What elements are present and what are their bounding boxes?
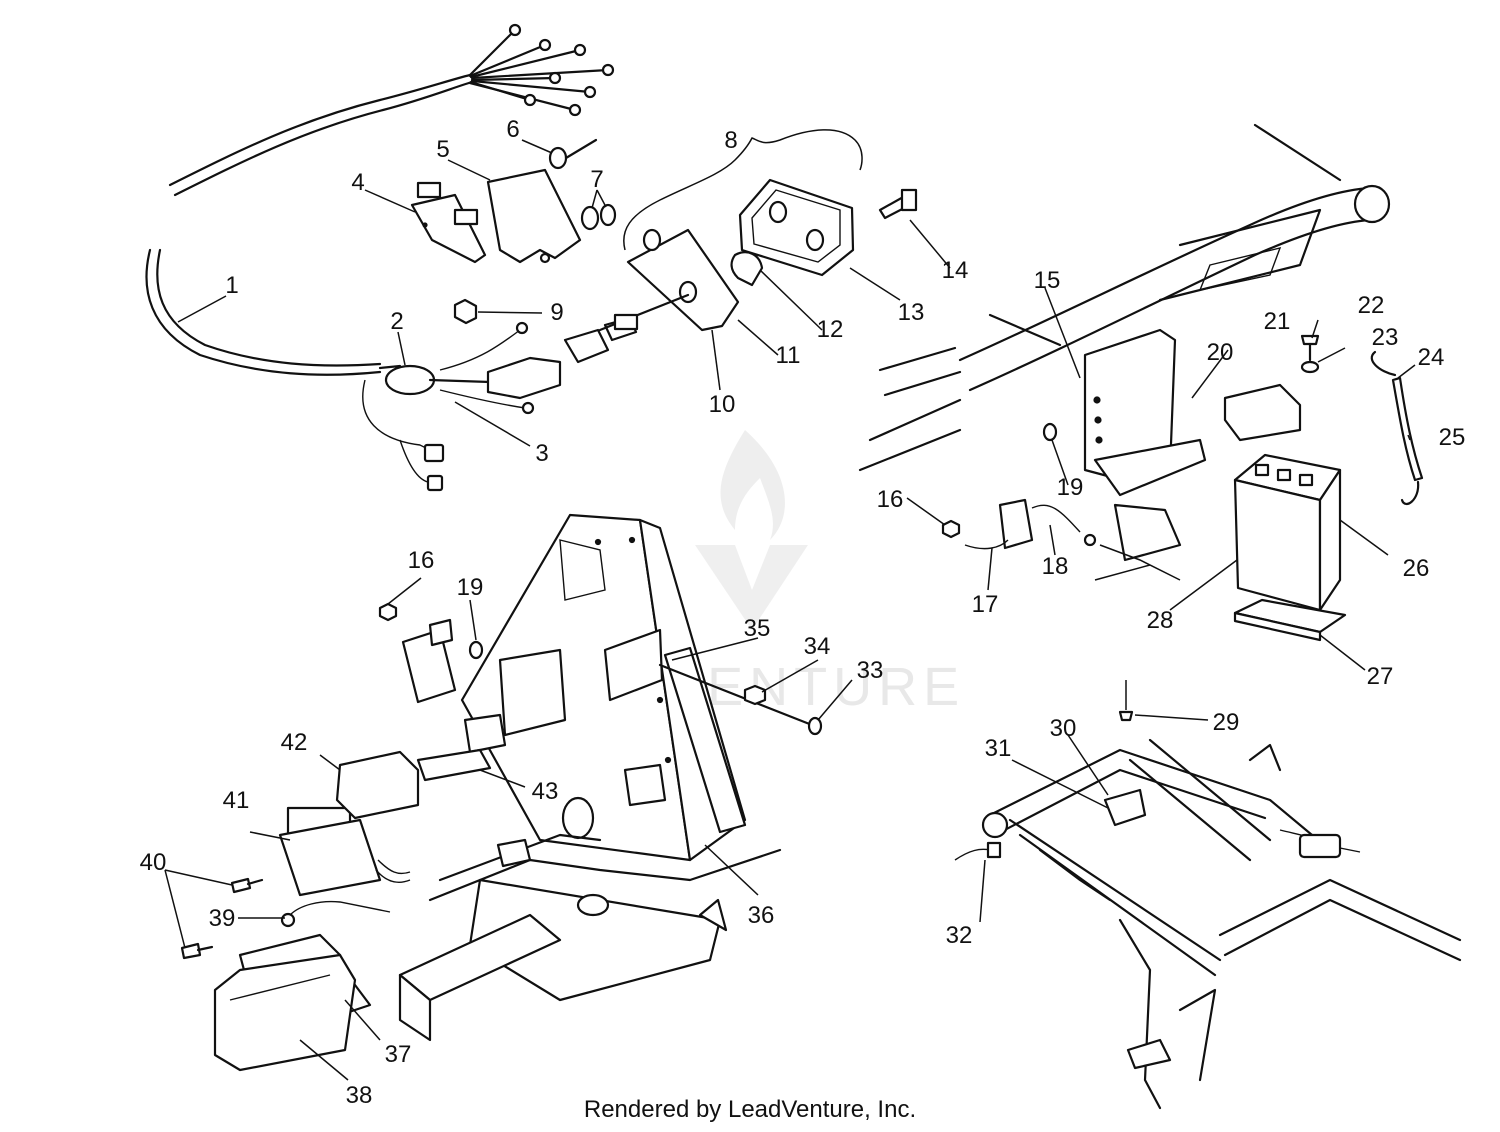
screws-40 <box>180 877 264 960</box>
callout-19-right: 19 <box>1057 474 1084 501</box>
callout-34: 34 <box>804 633 831 660</box>
nut-9 <box>453 298 478 325</box>
battery-pad-27 <box>1233 598 1347 642</box>
washer-19-right <box>1042 422 1058 442</box>
bolt-6 <box>548 138 598 170</box>
wire-39 <box>280 900 391 928</box>
main-frame <box>398 833 782 1042</box>
callout-31: 31 <box>985 735 1012 762</box>
tail-light-base-10 <box>598 228 740 332</box>
washer-23 <box>1300 360 1320 374</box>
callout-40: 40 <box>140 849 167 876</box>
callout-9: 9 <box>550 299 563 326</box>
callout-37: 37 <box>385 1041 412 1068</box>
bracket-4 <box>410 181 487 264</box>
callout-7: 7 <box>590 166 603 193</box>
callout-28: 28 <box>1147 607 1174 634</box>
callout-1: 1 <box>225 272 238 299</box>
callout-8: 8 <box>724 127 737 154</box>
relay-3 <box>486 316 638 400</box>
callout-14: 14 <box>942 257 969 284</box>
wiring-harness <box>145 23 615 492</box>
callout-35: 35 <box>744 615 771 642</box>
callout-22: 22 <box>1358 292 1385 319</box>
callout-13: 13 <box>898 299 925 326</box>
callout-17: 17 <box>972 591 999 618</box>
callout-11: 11 <box>776 342 801 369</box>
callout-26: 26 <box>1403 555 1430 582</box>
footer-credit: Rendered by LeadVenture, Inc. <box>583 1096 917 1123</box>
callout-24: 24 <box>1418 344 1445 371</box>
callout-4: 4 <box>351 169 364 196</box>
callout-19-left: 19 <box>457 574 484 601</box>
callout-5: 5 <box>436 136 449 163</box>
battery-frame <box>858 123 1391 581</box>
callout-41: 41 <box>223 787 250 814</box>
callout-21: 21 <box>1264 308 1291 335</box>
wire-32 <box>954 841 1002 861</box>
callout-20: 20 <box>1207 339 1234 366</box>
callout-30: 30 <box>1050 715 1077 742</box>
callout-15: 15 <box>1034 267 1061 294</box>
callout-33: 33 <box>857 657 884 684</box>
coil-bracket-41 <box>278 818 411 897</box>
callout-39: 39 <box>209 905 236 932</box>
callout-3: 3 <box>535 440 548 467</box>
cdi-box-42 <box>335 750 420 820</box>
bracket-8 <box>623 129 863 251</box>
callout-43: 43 <box>532 778 559 805</box>
battery-box-cover-21 <box>1223 383 1302 442</box>
battery-strap-25 <box>1370 350 1424 506</box>
regulator-17 <box>964 498 1097 550</box>
battery-28 <box>1233 453 1342 612</box>
callout-36: 36 <box>748 902 775 929</box>
nut-16-left <box>378 602 398 622</box>
callout-16-left: 16 <box>408 547 435 574</box>
callout-12: 12 <box>817 316 844 343</box>
callout-23: 23 <box>1372 324 1399 351</box>
tail-light-lens-13 <box>738 178 855 277</box>
callout-32: 32 <box>946 922 973 949</box>
callout-18: 18 <box>1042 553 1069 580</box>
leader-lines <box>164 139 1416 1081</box>
callout-labels: 1 2 3 4 5 6 7 8 9 10 11 12 13 14 15 16 1… <box>140 116 1466 1109</box>
plate-5 <box>453 168 582 264</box>
nut-34 <box>743 684 767 706</box>
nut-16-right <box>941 519 961 539</box>
callout-25: 25 <box>1439 424 1466 451</box>
cover-38 <box>213 953 357 1072</box>
callout-2: 2 <box>390 308 403 335</box>
callout-16-right: 16 <box>877 486 904 513</box>
connector-2 <box>384 321 535 415</box>
washer-7 <box>580 203 617 231</box>
callout-6: 6 <box>506 116 519 143</box>
rear-frame <box>981 738 1462 1110</box>
callout-27: 27 <box>1367 663 1394 690</box>
bracket-35 <box>603 628 747 834</box>
spacer-43 <box>416 748 492 782</box>
screw-22 <box>1300 334 1320 362</box>
bulb-12 <box>730 251 764 287</box>
callout-29: 29 <box>1213 709 1240 736</box>
screw-29 <box>1118 680 1134 722</box>
callout-10: 10 <box>709 391 736 418</box>
bolt-33 <box>658 663 823 736</box>
callout-38: 38 <box>346 1082 373 1109</box>
bolt-14 <box>878 188 918 220</box>
callout-42: 42 <box>281 729 308 756</box>
washer-19-left <box>468 640 484 660</box>
